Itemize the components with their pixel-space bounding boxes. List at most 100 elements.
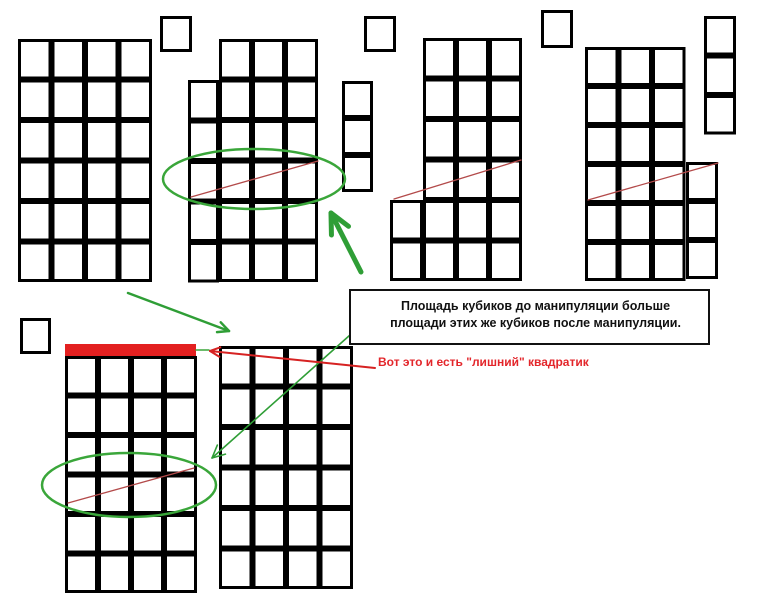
panel5-right-block-cell [319, 508, 353, 549]
panel1-block-cell [51, 241, 85, 282]
panel5-right-block-cell [219, 548, 253, 589]
panel4-block-cell [652, 86, 686, 125]
panel5-right-block-cell [219, 467, 253, 508]
panel1-block-cell [51, 160, 85, 201]
panel1-block-cell [85, 241, 119, 282]
panel5-block-cell [65, 356, 98, 396]
panel5-block-cell [164, 356, 197, 396]
panel5-right-block-cell [319, 346, 353, 387]
panel3-block-cell [456, 240, 489, 281]
panel2-right-column-cell [342, 155, 373, 192]
panel3-block-cell [423, 78, 456, 119]
panel5-block-cell [98, 553, 131, 593]
panel2-block-cell [252, 39, 285, 80]
panel4-block-cell [585, 47, 619, 86]
panel5-right-block-cell [286, 548, 320, 589]
panel3-left-column-cell [390, 240, 423, 281]
panel2-left-column-cell [188, 161, 219, 202]
panel3-block-cell [456, 200, 489, 241]
panel1-block-cell [85, 79, 119, 120]
panel4-cut-line [587, 162, 719, 201]
panel5-right-block-cell [252, 346, 286, 387]
panel5-block-cell [98, 356, 131, 396]
panel2-block-cell [285, 241, 318, 282]
panel1-block-cell [85, 201, 119, 242]
panel4-floating-column-cell [704, 55, 736, 95]
panel1-block-cell [18, 79, 52, 120]
callout-line-2: площади этих же кубиков после манипуляци… [390, 316, 681, 330]
panel3-block-cell [489, 240, 522, 281]
panel5-block-cell [65, 474, 98, 514]
panel3-block-cell [489, 159, 522, 200]
panel2-block-cell [252, 120, 285, 161]
panel1-block-cell [118, 241, 152, 282]
panel5-cut-line [67, 467, 195, 504]
panel5-right-block-cell [286, 508, 320, 549]
panel3-cut-line [393, 159, 522, 200]
panel1-block-cell [85, 120, 119, 161]
callout-pointer-arrow-head [211, 444, 227, 459]
panel5-highlight-ellipse [40, 451, 218, 519]
panel1-block-cell [85, 39, 119, 80]
panel1-block-cell [118, 160, 152, 201]
panel1-block-cell [18, 201, 52, 242]
panel5-right-block-cell [319, 427, 353, 468]
panel4-block-cell [652, 242, 686, 281]
panel1-block-cell [118, 120, 152, 161]
panel2-block-cell [219, 120, 252, 161]
panel5-block-cell [65, 395, 98, 435]
panel1-block-cell [18, 120, 52, 161]
panel1-block-cell [51, 39, 85, 80]
panel5-right-block-cell [219, 386, 253, 427]
panel2-block-cell [252, 241, 285, 282]
panel3-block-cell [423, 240, 456, 281]
panel4-block-cell [585, 203, 619, 242]
panel2-block-cell [219, 79, 252, 120]
annotation-pointer-arrow-shaft [209, 350, 376, 369]
panel5-right-block-cell [219, 508, 253, 549]
panel3-block-cell [423, 159, 456, 200]
panel4-right-column-cell [686, 201, 718, 240]
panel2-block-cell [285, 160, 318, 201]
panel2-block-cell [285, 79, 318, 120]
panel1-block-cell [18, 39, 52, 80]
panel5-right-block-cell [286, 467, 320, 508]
panel4-floating-column-cell [704, 16, 736, 56]
panel2-block-cell [285, 201, 318, 242]
panel4-floating-column-cell [704, 95, 736, 135]
panel1-block-cell [118, 39, 152, 80]
panel5-right-block-cell [252, 508, 286, 549]
panel2-block-cell [252, 160, 285, 201]
panel5-block-cell [164, 395, 197, 435]
panel5-right-block-cell [286, 386, 320, 427]
callout-line-1: Площадь кубиков до манипуляции больше [400, 299, 671, 313]
panel1-block-cell [85, 160, 119, 201]
panel4-block-cell [618, 125, 652, 164]
panel2-right-column-cell [342, 118, 373, 155]
panel2-block-cell [252, 79, 285, 120]
panel4-block-cell [652, 125, 686, 164]
panel4-block-cell [652, 47, 686, 86]
panel3-loose-square [364, 16, 396, 52]
panel1-block-cell [51, 79, 85, 120]
panel5-right-block-cell [286, 346, 320, 387]
panel2-block-cell [285, 39, 318, 80]
panel5-right-block-cell [286, 427, 320, 468]
panel5-block-cell [131, 553, 164, 593]
extra-square-highlight-bar [65, 344, 196, 357]
panel5-block-cell [164, 514, 197, 554]
panel4-block-cell [618, 47, 652, 86]
panel5-right-block-cell [319, 548, 353, 589]
panel5-block-cell [131, 474, 164, 514]
panel1-block-cell [118, 201, 152, 242]
panel2-left-column-cell [188, 201, 219, 242]
panel4-block-cell [585, 242, 619, 281]
panel4-right-column-cell [686, 240, 718, 279]
panel1-block-cell [51, 201, 85, 242]
panel1-block-cell [18, 241, 52, 282]
panel2-left-column-cell [188, 242, 219, 283]
panel4-block-cell [585, 125, 619, 164]
panel4-block-cell [652, 164, 686, 203]
panel3-block-cell [489, 38, 522, 79]
panel5-block-cell [65, 553, 98, 593]
